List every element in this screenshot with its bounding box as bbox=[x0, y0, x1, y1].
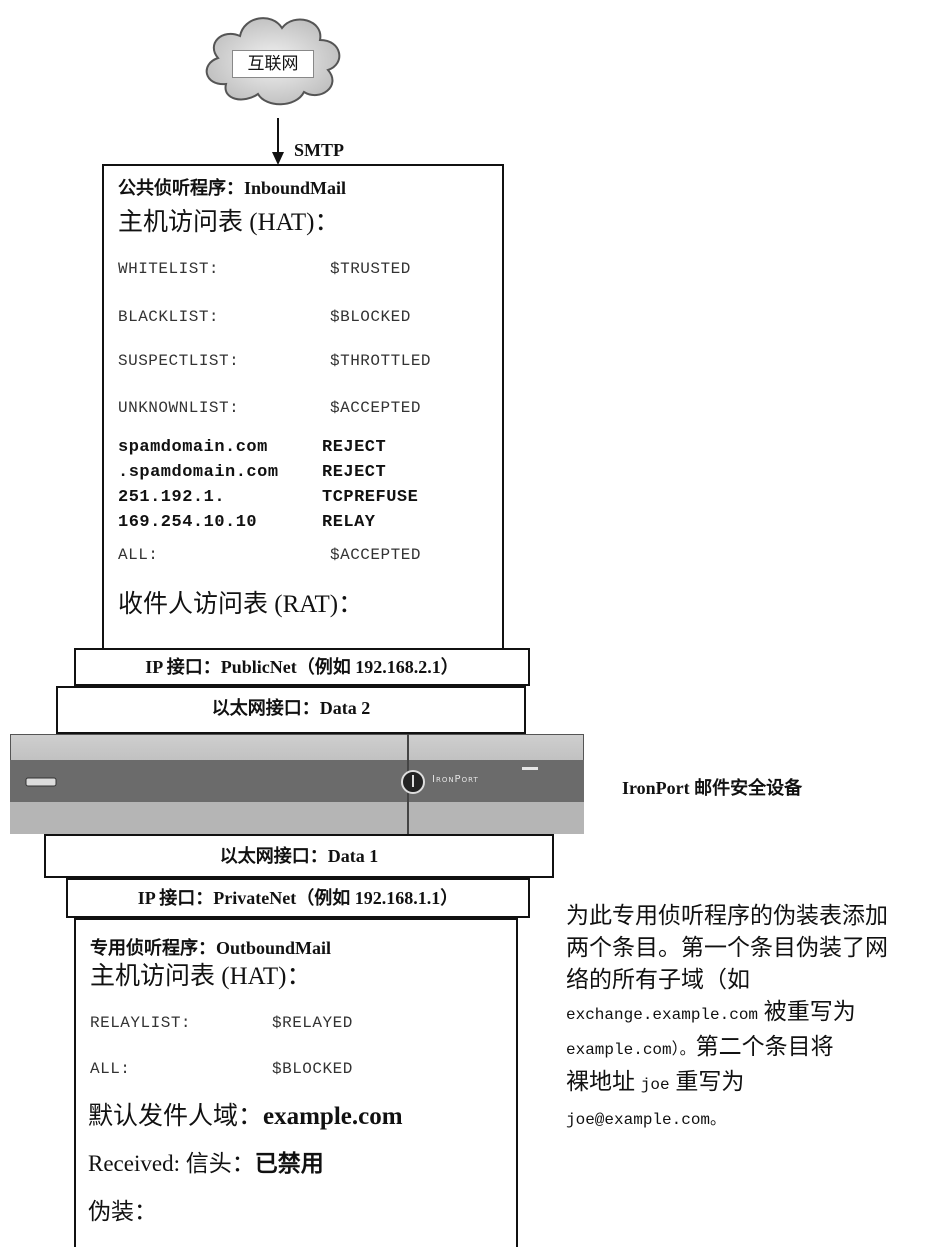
masquerade-label: 伪装： bbox=[88, 1199, 157, 1224]
note-line-5: example.com）。第二个条目将 bbox=[566, 1031, 938, 1066]
received-label: Received: 信头： bbox=[88, 1151, 255, 1176]
hat-custom-row-3-policy: TCPREFUSE bbox=[322, 488, 419, 507]
hat-custom-row-4-sender: 169.254.10.10 bbox=[118, 513, 258, 532]
outbound-listener-box: 专用侦听程序：OutboundMail 主机访问表 (HAT)： RELAYLI… bbox=[74, 918, 518, 1247]
note-line-1: 为此专用侦听程序的伪装表添加 bbox=[566, 903, 888, 928]
hat-row-blacklist-policy: $BLOCKED bbox=[330, 308, 411, 326]
note-line-3: 络的所有子域（如 bbox=[566, 967, 750, 992]
default-domain-value: example.com bbox=[263, 1103, 403, 1130]
out-row-all-sender: ALL: bbox=[90, 1060, 131, 1078]
note-code-joe: joe bbox=[640, 1076, 670, 1094]
note-code-joe-example: joe@example.com。 bbox=[566, 1111, 727, 1129]
note-code-example: example.com）。 bbox=[566, 1041, 696, 1059]
hat-row-unknownlist-policy: $ACCEPTED bbox=[330, 399, 421, 417]
note-text-bare: 裸地址 bbox=[566, 1069, 641, 1094]
default-domain-line: 默认发件人域：example.com bbox=[88, 1096, 403, 1132]
hat-custom-row-2-sender: .spamdomain.com bbox=[118, 463, 279, 482]
hat-custom-row-2-policy: REJECT bbox=[322, 463, 387, 482]
out-row-all-policy: $BLOCKED bbox=[272, 1060, 353, 1078]
note-line-7: joe@example.com。 bbox=[566, 1101, 938, 1136]
note-line-2: 两个条目。第一个条目伪装了网 bbox=[566, 935, 888, 960]
hat-custom-row-1-sender: spamdomain.com bbox=[118, 438, 268, 457]
ip-interface-public: IP 接口：PublicNet（例如 192.168.2.1） bbox=[74, 648, 530, 686]
received-header-line: Received: 信头：已禁用 bbox=[88, 1144, 324, 1178]
note-text-second: 第二个条目将 bbox=[695, 1034, 834, 1059]
note-text-rewritten: 被重写为 bbox=[758, 999, 856, 1024]
hat-custom-row-1-policy: REJECT bbox=[322, 438, 387, 457]
eth2-label: 以太网接口：Data 2 bbox=[211, 698, 371, 718]
note-line-6: 裸地址 joe 重写为 bbox=[566, 1066, 938, 1101]
ip-public-label: IP 接口：PublicNet（例如 192.168.2.1） bbox=[145, 657, 459, 677]
masquerade-note: 为此专用侦听程序的伪装表添加 两个条目。第一个条目伪装了网 络的所有子域（如 e… bbox=[566, 900, 938, 1136]
smtp-arrow bbox=[271, 118, 285, 166]
ethernet-data2: 以太网接口：Data 2 bbox=[56, 686, 526, 734]
out-row-relaylist-policy: $RELAYED bbox=[272, 1014, 353, 1032]
hat-row-unknownlist-sender: UNKNOWNLIST: bbox=[118, 399, 240, 417]
inbound-hat-heading: 主机访问表 (HAT)： bbox=[118, 209, 340, 236]
appliance-caption: IronPort 邮件安全设备 bbox=[622, 778, 803, 798]
appliance-logo-text: IronPort bbox=[432, 774, 479, 785]
hat-row-suspectlist-sender: SUSPECTLIST: bbox=[118, 352, 240, 370]
hat-row-suspectlist-policy: $THROTTLED bbox=[330, 352, 432, 370]
internet-label: 互联网 bbox=[232, 50, 314, 78]
outbound-title: 专用侦听程序：OutboundMail bbox=[90, 938, 332, 958]
note-line-4: exchange.example.com 被重写为 bbox=[566, 996, 938, 1031]
received-value: 已禁用 bbox=[254, 1151, 324, 1177]
ethernet-data1: 以太网接口：Data 1 bbox=[44, 834, 554, 878]
internet-cloud: 互联网 bbox=[196, 6, 348, 112]
ironport-appliance: IronPort bbox=[9, 733, 585, 835]
hat-row-all-policy: $ACCEPTED bbox=[330, 546, 421, 564]
hat-row-all-sender: ALL: bbox=[118, 546, 159, 564]
ip-private-label: IP 接口：PrivateNet（例如 192.168.1.1） bbox=[137, 888, 459, 908]
smtp-label: SMTP bbox=[294, 140, 345, 160]
inbound-listener-box: 公共侦听程序：InboundMail 主机访问表 (HAT)： WHITELIS… bbox=[102, 164, 504, 650]
note-code-exchange: exchange.example.com bbox=[566, 1006, 759, 1024]
hat-custom-row-3-sender: 251.192.1. bbox=[118, 488, 226, 507]
ip-interface-private: IP 接口：PrivateNet（例如 192.168.1.1） bbox=[66, 878, 530, 918]
default-domain-label: 默认发件人域： bbox=[88, 1103, 264, 1130]
hat-row-whitelist-policy: $TRUSTED bbox=[330, 260, 411, 278]
inbound-rat-heading: 收件人访问表 (RAT)： bbox=[118, 591, 364, 618]
outbound-hat-heading: 主机访问表 (HAT)： bbox=[90, 963, 312, 990]
hat-row-whitelist-sender: WHITELIST: bbox=[118, 260, 220, 278]
hat-custom-row-4-policy: RELAY bbox=[322, 513, 376, 532]
note-text-rewrite-as: 重写为 bbox=[669, 1069, 745, 1094]
eth1-label: 以太网接口：Data 1 bbox=[219, 846, 379, 866]
inbound-title: 公共侦听程序：InboundMail bbox=[118, 178, 347, 198]
hat-row-blacklist-sender: BLACKLIST: bbox=[118, 308, 220, 326]
out-row-relaylist-sender: RELAYLIST: bbox=[90, 1014, 192, 1032]
